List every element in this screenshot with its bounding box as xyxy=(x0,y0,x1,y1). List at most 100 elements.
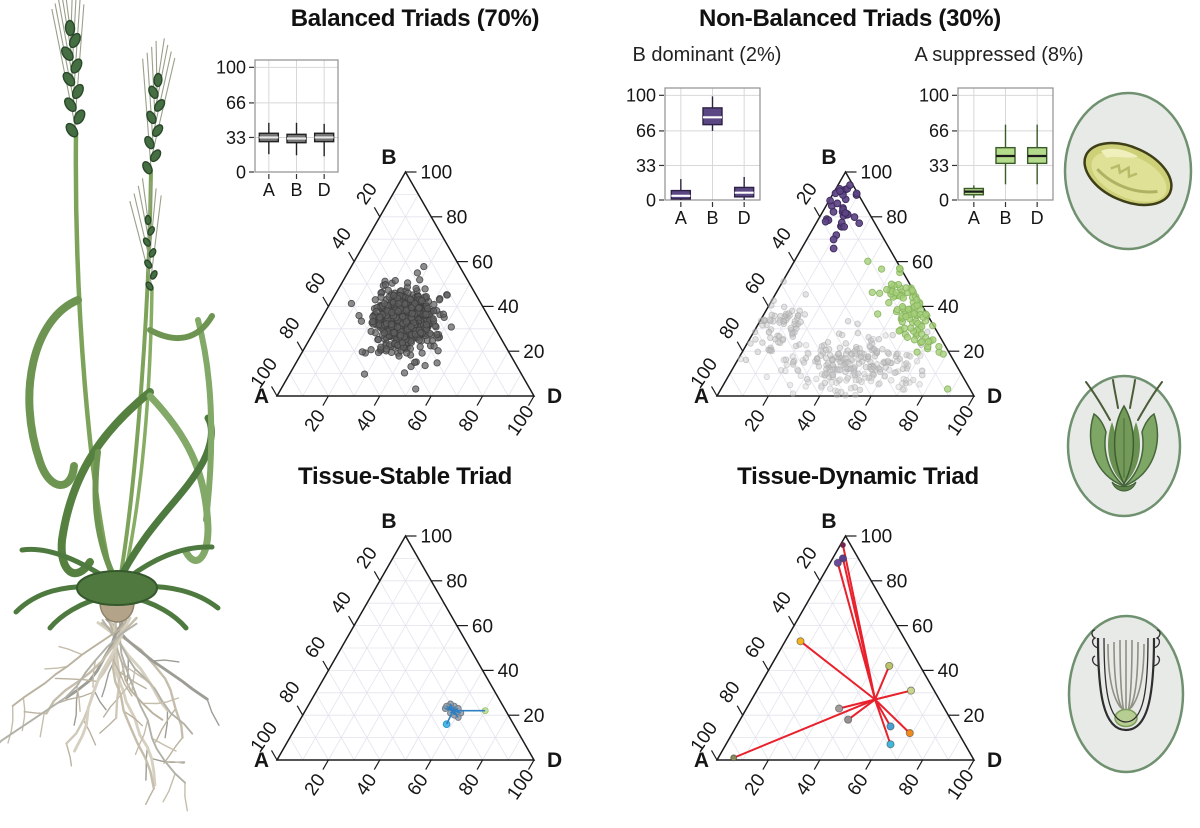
svg-text:60: 60 xyxy=(472,252,493,273)
svg-text:A: A xyxy=(263,180,275,200)
svg-text:20: 20 xyxy=(301,770,330,799)
svg-text:D: D xyxy=(318,180,331,200)
svg-text:80: 80 xyxy=(895,406,924,435)
svg-text:40: 40 xyxy=(767,588,796,617)
plant-stems xyxy=(73,130,154,588)
wheat-plant-illustration xyxy=(0,0,221,812)
svg-text:80: 80 xyxy=(455,770,484,799)
svg-text:40: 40 xyxy=(327,224,356,253)
svg-text:20: 20 xyxy=(741,770,770,799)
svg-text:80: 80 xyxy=(446,571,467,592)
svg-text:60: 60 xyxy=(741,633,770,662)
label-b-dominant: B dominant (2%) xyxy=(632,44,782,66)
svg-text:60: 60 xyxy=(301,633,330,662)
svg-text:60: 60 xyxy=(301,269,330,298)
svg-text:40: 40 xyxy=(767,224,796,253)
svg-text:20: 20 xyxy=(523,342,544,363)
svg-text:40: 40 xyxy=(938,661,959,682)
svg-text:B: B xyxy=(290,180,302,200)
svg-text:A: A xyxy=(254,385,269,408)
svg-text:D: D xyxy=(547,385,562,408)
svg-text:20: 20 xyxy=(793,543,822,572)
svg-text:D: D xyxy=(547,749,562,772)
wheat-spikelet-icon xyxy=(1066,374,1182,518)
svg-text:D: D xyxy=(987,749,1002,772)
svg-text:100: 100 xyxy=(626,86,656,106)
svg-text:66: 66 xyxy=(929,121,949,141)
svg-text:60: 60 xyxy=(403,770,432,799)
svg-text:60: 60 xyxy=(843,406,872,435)
svg-text:100: 100 xyxy=(943,402,978,440)
svg-text:100: 100 xyxy=(861,163,893,184)
svg-text:80: 80 xyxy=(446,207,467,228)
svg-text:80: 80 xyxy=(715,678,744,707)
svg-text:100: 100 xyxy=(503,766,538,804)
svg-text:80: 80 xyxy=(886,207,907,228)
plant-leaves xyxy=(25,296,215,586)
svg-text:33: 33 xyxy=(226,128,246,148)
svg-text:B: B xyxy=(821,510,836,533)
svg-text:20: 20 xyxy=(353,179,382,208)
svg-text:A: A xyxy=(694,749,709,772)
panel-title-stable: Tissue-Stable Triad xyxy=(298,463,512,490)
panel-title-nonbalanced: Non-Balanced Triads (30%) xyxy=(699,5,1001,32)
svg-text:A: A xyxy=(694,385,709,408)
svg-text:40: 40 xyxy=(352,406,381,435)
svg-text:20: 20 xyxy=(963,342,984,363)
svg-text:D: D xyxy=(987,385,1002,408)
svg-text:40: 40 xyxy=(792,770,821,799)
svg-text:80: 80 xyxy=(886,571,907,592)
svg-text:20: 20 xyxy=(523,706,544,727)
svg-text:20: 20 xyxy=(353,543,382,572)
svg-text:80: 80 xyxy=(455,406,484,435)
panel-title-balanced: Balanced Triads (70%) xyxy=(290,5,540,32)
svg-text:100: 100 xyxy=(943,766,978,804)
svg-text:80: 80 xyxy=(275,314,304,343)
svg-text:40: 40 xyxy=(792,406,821,435)
svg-text:B: B xyxy=(381,510,396,533)
svg-text:B: B xyxy=(381,146,396,169)
svg-text:20: 20 xyxy=(963,706,984,727)
label-a-suppressed: A suppressed (8%) xyxy=(914,44,1084,66)
svg-text:B: B xyxy=(706,208,718,228)
plant-crown xyxy=(13,544,221,631)
svg-text:33: 33 xyxy=(636,156,656,176)
svg-text:20: 20 xyxy=(301,406,330,435)
wheat-grain-icon xyxy=(1063,91,1193,251)
plant-spikes xyxy=(51,0,176,291)
svg-text:D: D xyxy=(1031,208,1044,228)
svg-text:66: 66 xyxy=(226,93,246,113)
svg-text:100: 100 xyxy=(421,163,453,184)
svg-text:B: B xyxy=(999,208,1011,228)
svg-text:100: 100 xyxy=(421,527,453,548)
svg-text:40: 40 xyxy=(498,297,519,318)
svg-text:80: 80 xyxy=(895,770,924,799)
svg-text:D: D xyxy=(738,208,751,228)
svg-text:60: 60 xyxy=(912,616,933,637)
svg-text:0: 0 xyxy=(646,190,656,210)
svg-text:60: 60 xyxy=(403,406,432,435)
svg-text:40: 40 xyxy=(498,661,519,682)
svg-text:20: 20 xyxy=(793,179,822,208)
svg-text:60: 60 xyxy=(843,770,872,799)
svg-text:40: 40 xyxy=(938,297,959,318)
svg-text:A: A xyxy=(968,208,980,228)
svg-text:0: 0 xyxy=(939,190,949,210)
plant-roots xyxy=(0,616,220,812)
svg-text:80: 80 xyxy=(715,314,744,343)
svg-text:60: 60 xyxy=(741,269,770,298)
svg-text:20: 20 xyxy=(741,406,770,435)
svg-text:A: A xyxy=(675,208,687,228)
svg-text:33: 33 xyxy=(929,156,949,176)
svg-text:60: 60 xyxy=(472,616,493,637)
svg-text:40: 40 xyxy=(352,770,381,799)
svg-text:100: 100 xyxy=(919,86,949,106)
svg-text:B: B xyxy=(821,146,836,169)
